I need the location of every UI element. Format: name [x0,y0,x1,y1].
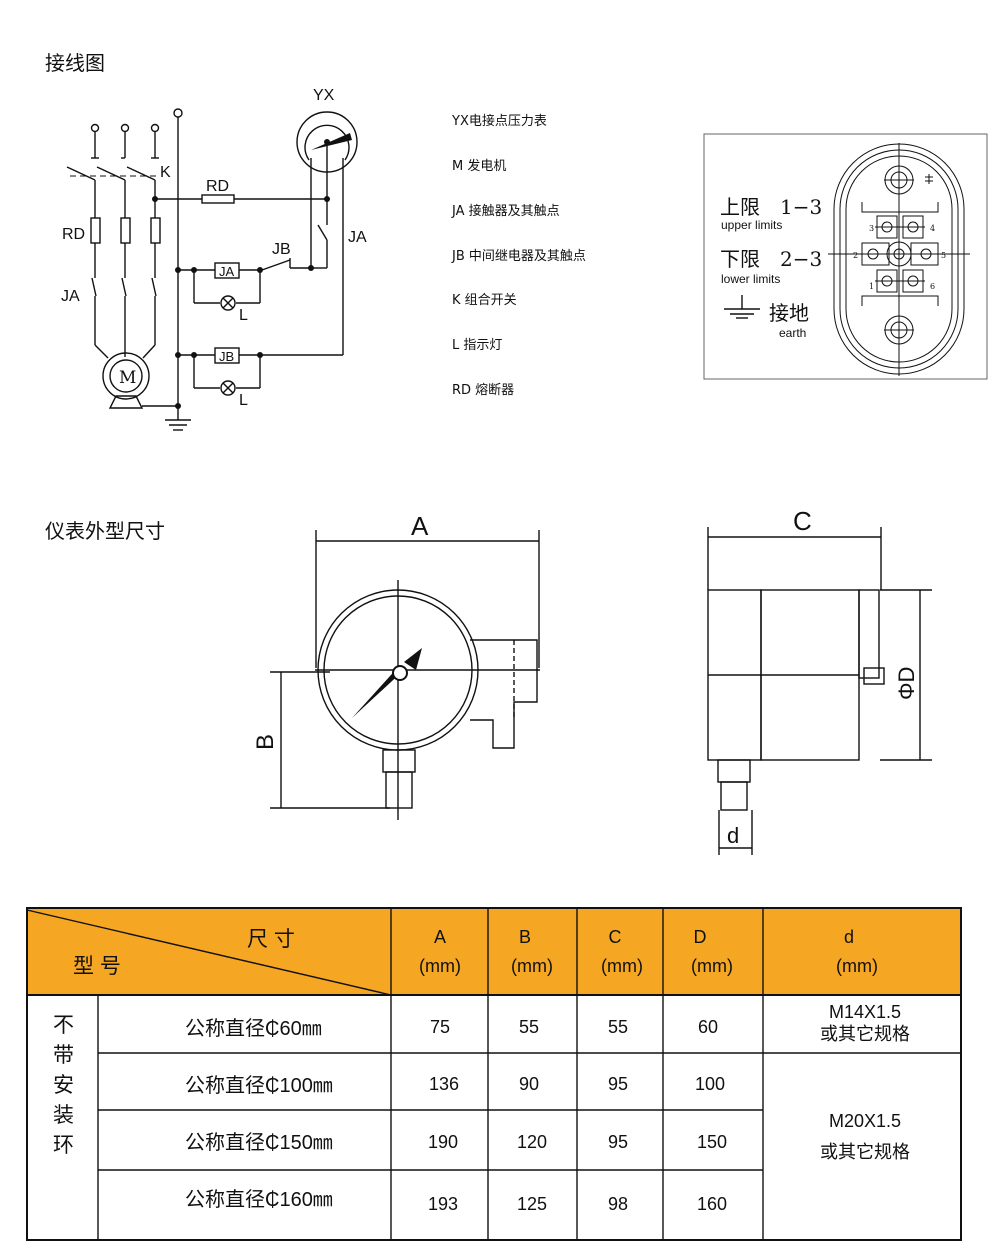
cell-b: 90 [519,1074,539,1094]
col-header-small-d: d [844,927,854,947]
cell-d: 60 [698,1017,718,1037]
label-ja-right: JA [348,229,367,246]
corner-header-model: 型 号 [73,955,121,978]
dim-label-a: A [411,511,429,541]
cell-b: 55 [519,1017,539,1037]
row-model: 公称直径₵150㎜ [185,1131,333,1154]
cell-a: 193 [428,1194,458,1214]
cell-c: 98 [608,1194,628,1214]
cell-d: 100 [695,1074,725,1094]
cell-c: 95 [608,1132,628,1152]
col-header-a: A [434,927,446,947]
legend-item: YX电接点压力表 [451,113,547,129]
lower-limit-cn: 下限 [720,247,760,271]
cell-c: 55 [608,1017,628,1037]
legend-item: JA 接触器及其触点 [451,203,560,219]
pin-5: 5 [941,251,946,260]
legend-item: M 发电机 [452,158,506,174]
legend-item: JB 中间继电器及其触点 [451,249,586,264]
connector-diagram: 3 4 2 5 1 6 上限 1−3 upper limits 下限 2−3 l… [703,133,988,380]
group-label-char: 环 [53,1134,74,1157]
cell-b: 120 [517,1132,547,1152]
group-label-char: 不 [53,1014,74,1037]
label-jb-box: JB [219,349,234,364]
dim-label-phi-d: ΦD [894,667,919,700]
wiring-legend: YX电接点压力表 M 发电机 JA 接触器及其触点 JB 中间继电器及其触点 K… [451,113,586,398]
label-k: K [160,164,171,181]
dim-label-c: C [793,506,812,536]
pin-1: 1 [869,282,874,291]
table-row: 公称直径₵100㎜ 136 90 95 100 [185,1074,725,1097]
upper-limit-value: 1−3 [780,195,822,219]
label-rd-left: RD [62,226,85,243]
front-view: A B [252,511,540,820]
label-ja-box: JA [219,264,235,279]
pin-3: 3 [869,224,874,233]
label-motor: M [119,368,136,388]
label-l2: L [239,392,248,409]
legend-item: L 指示灯 [452,338,502,353]
col-unit-c: (mm) [601,956,643,976]
lower-limit-value: 2−3 [780,247,822,271]
cell-d: 160 [697,1194,727,1214]
group-label-char: 带 [53,1044,74,1067]
thread-note-large: 或其它规格 [820,1142,910,1162]
col-header-c: C [609,927,622,947]
dim-label-b: B [252,734,279,750]
label-rd-top: RD [206,178,229,195]
dim-label-d: d [727,823,739,848]
table-row: 公称直径₵150㎜ 190 120 95 150 [185,1131,727,1154]
table-row: 公称直径₵60㎜ 75 55 55 60 [185,1017,718,1040]
legend-item: K 组合开关 [452,293,517,308]
legend-item: RD 熔断器 [452,383,514,398]
col-header-b: B [519,927,531,947]
cell-b: 125 [517,1194,547,1214]
upper-limit-en: upper limits [721,218,782,232]
lower-limit-en: lower limits [721,272,780,286]
group-label: 不 带 安 装 环 [53,1014,74,1157]
col-unit-a: (mm) [419,956,461,976]
table-row: 公称直径₵160㎜ 193 125 98 160 [185,1188,727,1214]
ground-icon [724,295,760,319]
wiring-diagram: YX K RD RD JA JA JB JA JB L L M [61,87,367,431]
label-jb: JB [272,241,291,258]
pin-4: 4 [930,224,935,233]
cell-a: 75 [430,1017,450,1037]
thread-spec-small: M14X1.5 [829,1002,901,1022]
col-unit-b: (mm) [511,956,553,976]
label-yx: YX [313,87,335,104]
col-unit-d: (mm) [691,956,733,976]
corner-header-size: 尺 寸 [247,928,295,951]
col-header-d: D [694,927,707,947]
cell-a: 190 [428,1132,458,1152]
col-unit-small-d: (mm) [836,956,878,976]
group-label-char: 安 [53,1074,74,1097]
pin-2: 2 [853,251,858,260]
label-ja-left: JA [61,288,80,305]
row-model: 公称直径₵160㎜ [185,1188,333,1211]
thread-note-small: 或其它规格 [820,1024,910,1044]
pin-6: 6 [930,282,935,291]
side-view: C ΦD d [707,506,932,855]
earth-cn: 接地 [769,301,809,325]
table-header-bg [27,908,961,995]
row-model: 公称直径₵60㎜ [185,1017,322,1040]
cell-d: 150 [697,1132,727,1152]
spec-table: 尺 寸 型 号 A (mm) B (mm) C (mm) D (mm) d (m… [26,907,962,1241]
row-model: 公称直径₵100㎜ [185,1074,333,1097]
dimensions-title: 仪表外型尺寸 [45,519,165,543]
cell-a: 136 [429,1074,459,1094]
upper-limit-cn: 上限 [720,195,760,219]
group-label-char: 装 [53,1104,74,1127]
cell-c: 95 [608,1074,628,1094]
wiring-title: 接线图 [45,51,105,75]
thread-spec-large: M20X1.5 [829,1111,901,1131]
label-l1: L [239,307,248,324]
earth-en: earth [779,326,806,340]
